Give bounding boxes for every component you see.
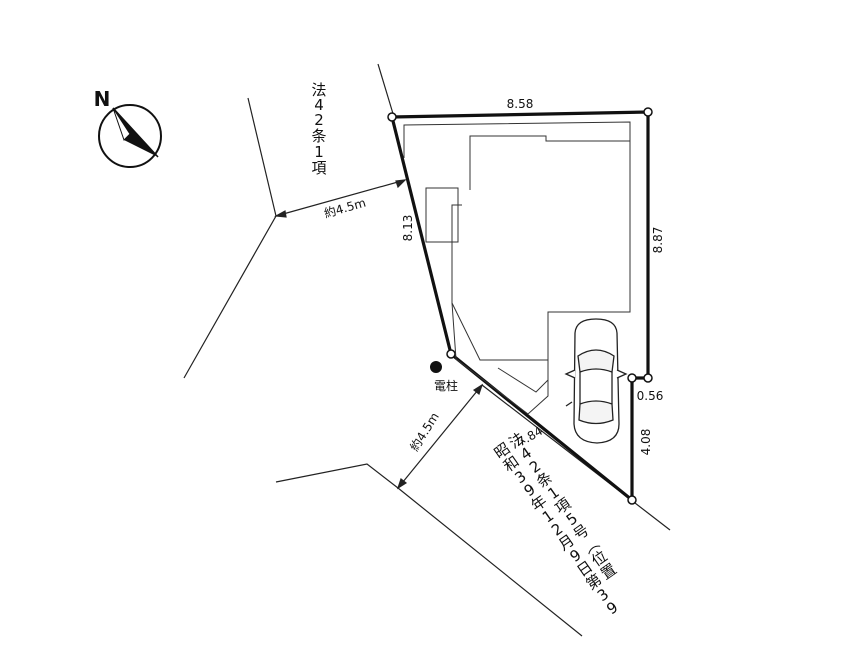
car-windshield [577, 349, 615, 373]
building-porch [497, 312, 549, 393]
car-mirror-right [616, 369, 628, 379]
building-outline [403, 121, 631, 415]
north-road-edge-top [377, 63, 395, 118]
south-road-line-1: 法 4 2 条 1 項 5 号 （ 位 置 [506, 429, 620, 583]
dim-right: 8.87 [651, 227, 665, 254]
car-detail [565, 401, 573, 407]
north-road-width: 約4.5m [322, 195, 367, 221]
corner-marker [643, 107, 653, 117]
north-road-width-line [275, 179, 406, 217]
parked-car [564, 318, 628, 444]
south-road-width: 約4.5m [406, 410, 441, 454]
north-road-classification: 法 4 2 条 1 項 [311, 81, 326, 177]
corner-marker [643, 373, 653, 383]
dim-top: 8.58 [507, 97, 534, 111]
corner-marker [387, 112, 397, 122]
north-road-classification-char-5: 項 [311, 159, 326, 177]
building-lower-wall [451, 302, 548, 361]
north-road-classification-char-0: 法 [311, 81, 326, 99]
south-road-line2-char-12: 9 [603, 598, 621, 618]
dim-right-lower: 4.08 [639, 429, 653, 456]
corner-marker [446, 349, 456, 359]
north-road-edge [183, 97, 277, 379]
car-rear-window [578, 400, 614, 425]
north-label: N [94, 87, 111, 111]
lot-boundary [387, 107, 653, 505]
south-road-width-line [397, 384, 483, 489]
north-road-classification-char-4: 1 [314, 143, 324, 161]
south-road-edge-top [481, 384, 671, 531]
compass: N [94, 87, 162, 168]
south-road-edge [275, 463, 583, 637]
car-mirror-left [564, 369, 576, 379]
building-annex [425, 187, 459, 243]
corner-marker [627, 373, 637, 383]
north-road-classification-char-2: 2 [314, 111, 324, 129]
dim-left: 8.13 [401, 215, 415, 242]
utility-pole: 電柱 [430, 361, 458, 393]
building-footprint [403, 121, 631, 415]
south-road-classification: 法 4 2 条 1 項 5 号 （ 位 置 昭 和 3 9 年 1 2 月 9 … [491, 429, 622, 618]
utility-pole-icon [430, 361, 442, 373]
north-road [183, 63, 407, 379]
north-road-classification-char-3: 条 [311, 127, 326, 145]
building-upper-wall [469, 135, 630, 190]
south-road [275, 383, 671, 637]
corner-marker [627, 495, 637, 505]
dim-jog: 0.56 [637, 389, 664, 403]
south-road-line-2: 昭 和 3 9 年 1 2 月 9 日 第 3 9 [491, 439, 622, 618]
north-road-classification-char-1: 4 [314, 96, 324, 114]
utility-pole-label: 電柱 [434, 378, 458, 393]
